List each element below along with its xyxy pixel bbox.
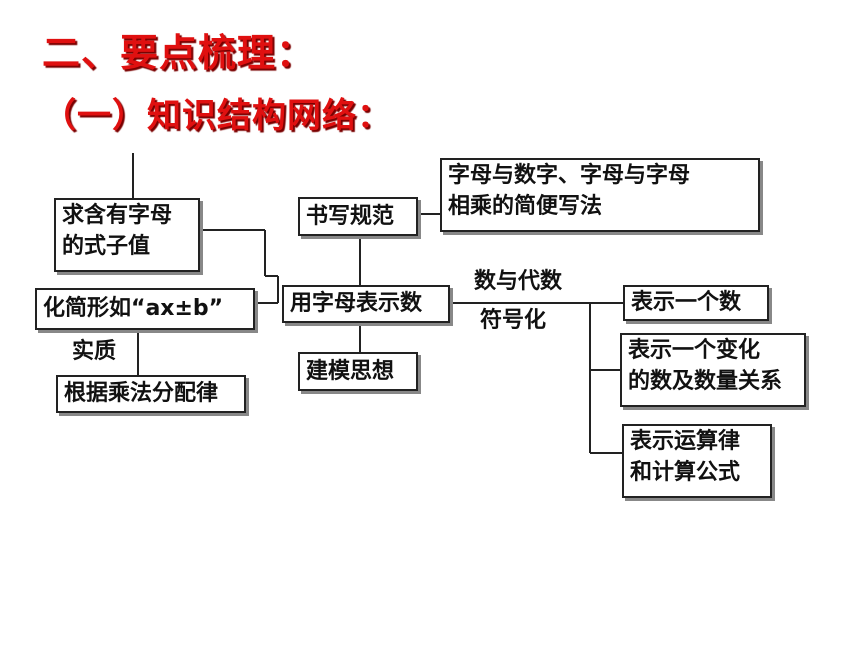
node-writing-rules: 书写规范 — [298, 197, 418, 236]
node-represent-a-number: 表示一个数 — [623, 285, 769, 321]
label-essence: 实质 — [72, 339, 117, 364]
label-numbers-and-algebra: 数与代数 — [474, 269, 563, 294]
node-modeling-idea: 建模思想 — [298, 352, 418, 391]
label-symbolization: 符号化 — [480, 308, 547, 333]
section-subtitle: （一）知识结构网络： — [42, 96, 392, 136]
page-title: 二、要点梳理： — [42, 31, 316, 75]
node-distributive-law: 根据乘法分配律 — [56, 375, 246, 413]
node-letters-represent-numbers: 用字母表示数 — [282, 285, 450, 323]
node-represent-variable-quantity: 表示一个变化 的数及数量关系 — [620, 333, 806, 407]
node-find-expression-value: 求含有字母 的式子值 — [54, 198, 200, 272]
node-operation-laws-formulas: 表示运算律 和计算公式 — [622, 424, 772, 498]
node-multiplication-shorthand: 字母与数字、字母与字母 相乘的简便写法 — [440, 158, 760, 232]
node-simplify-form: 化简形如“ax±b” — [35, 288, 255, 330]
